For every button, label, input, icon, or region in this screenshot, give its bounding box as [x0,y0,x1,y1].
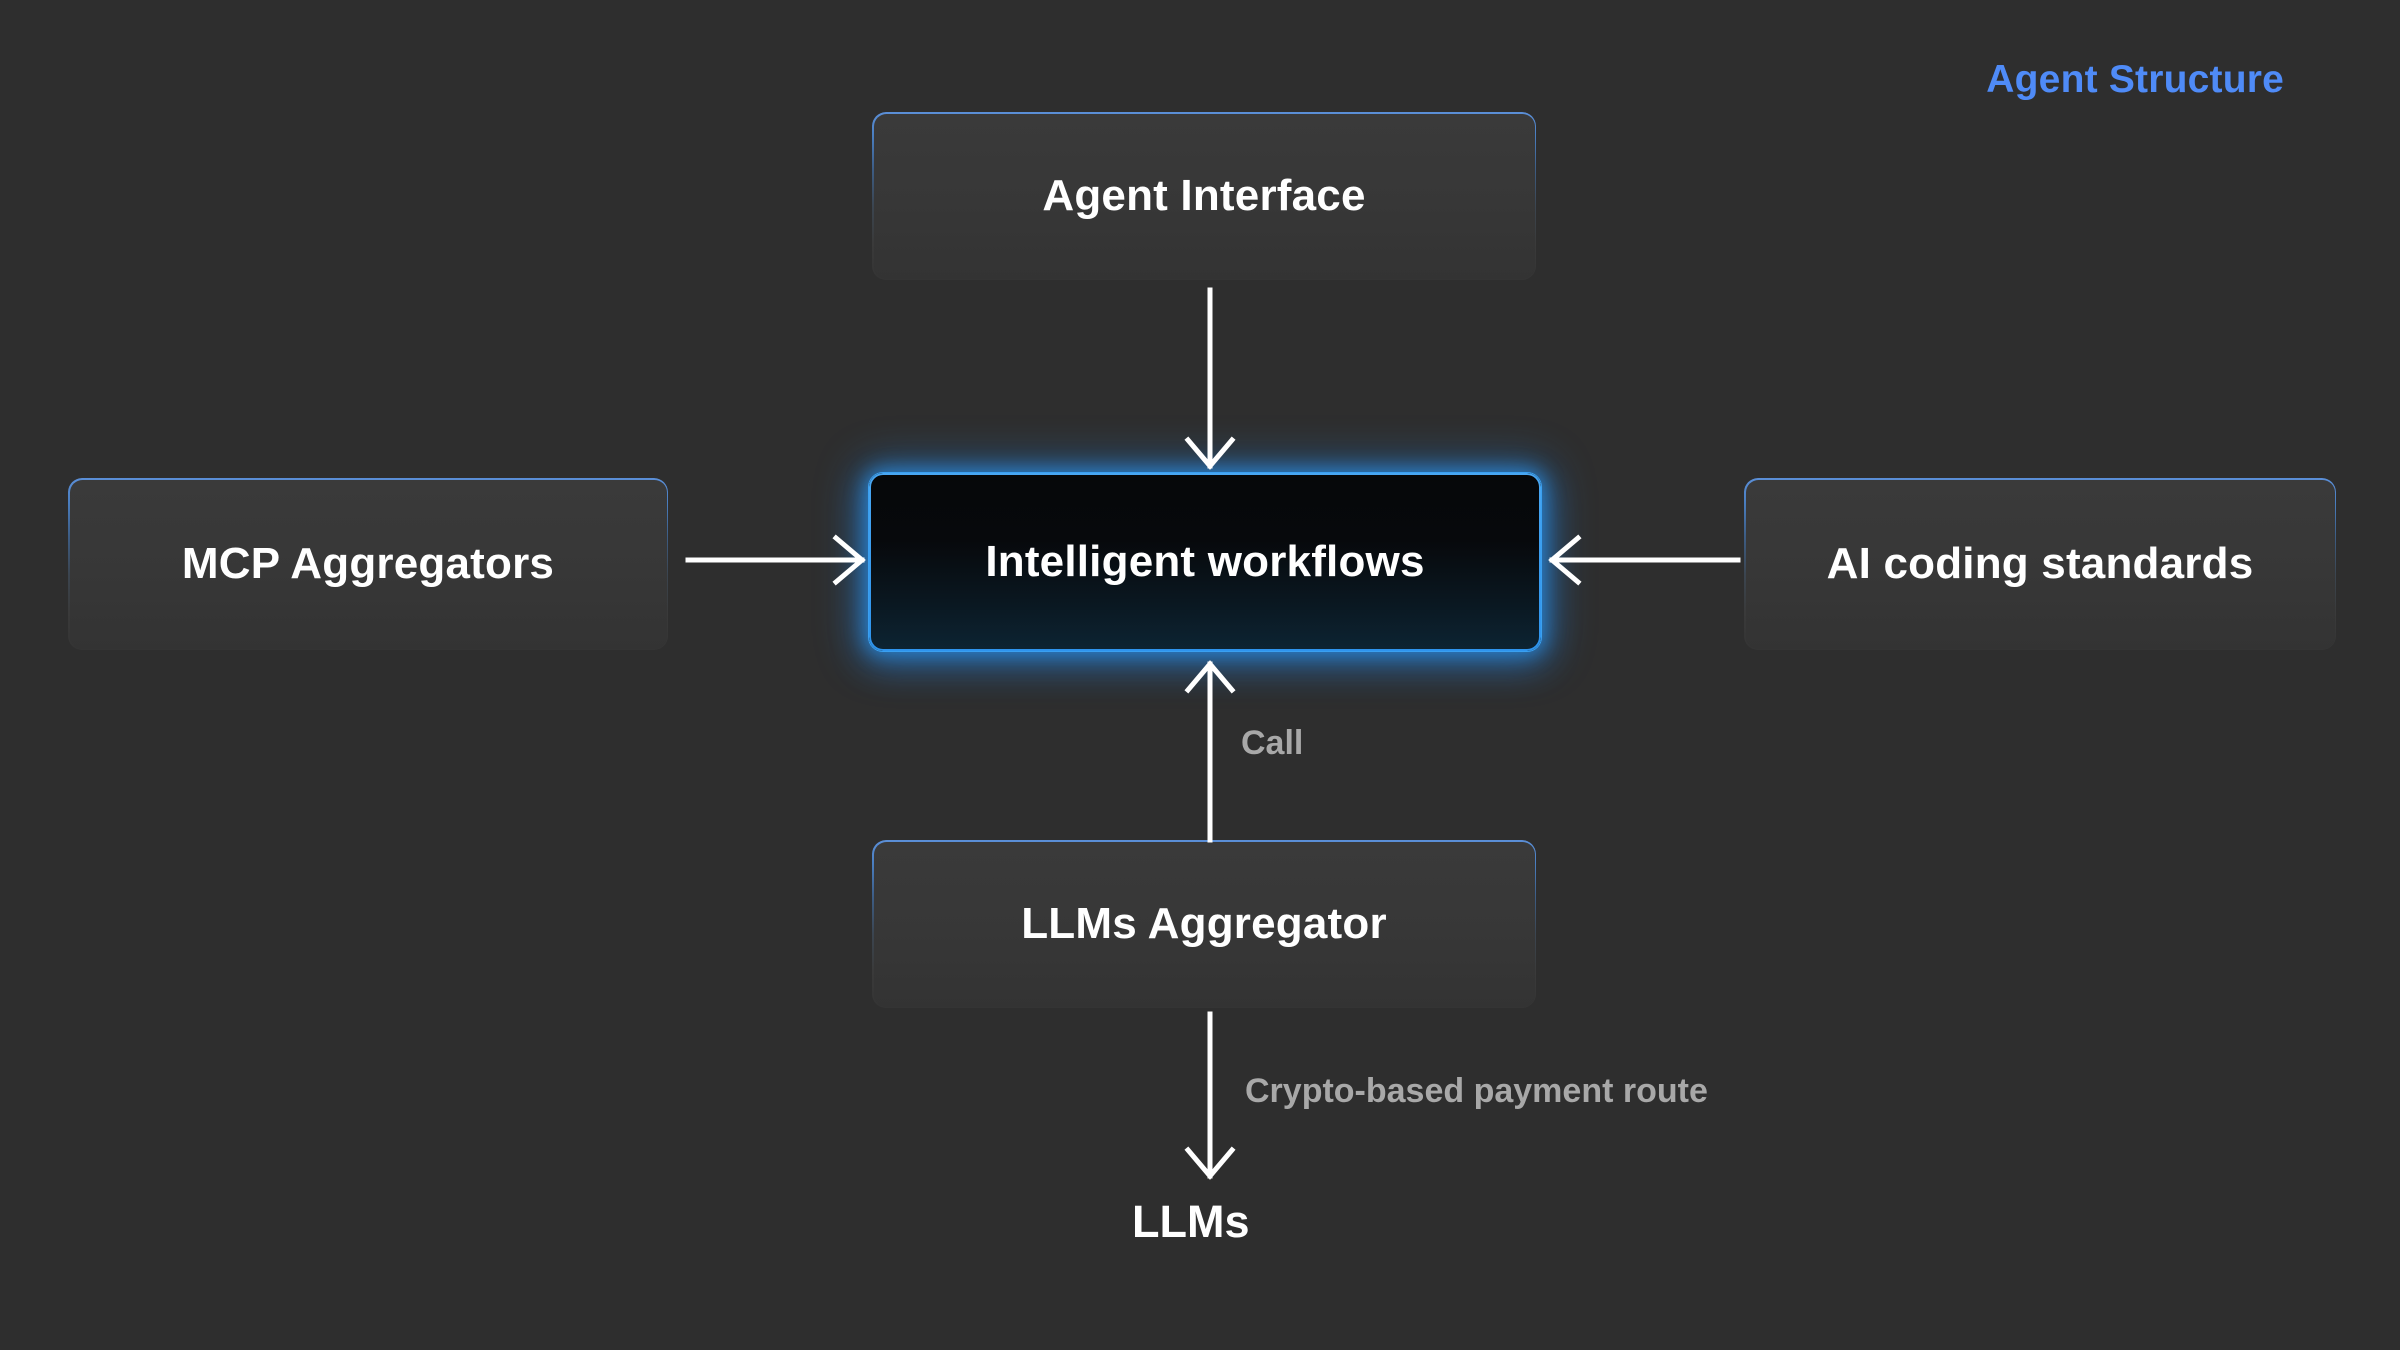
diagram-title: Agent Structure [1986,58,2284,101]
arrow-left-icon-standards-to-workflows [1548,534,1741,586]
node-ai-coding-standards[interactable]: AI coding standards [1744,478,2336,650]
arrow-up-icon-aggregator-to-workflows [1184,660,1236,843]
node-mcp-aggregators-label: MCP Aggregators [181,539,555,588]
node-llms-aggregator[interactable]: LLMs Aggregator [872,840,1536,1008]
edge-label-crypto-route: Crypto-based payment route [1245,1072,1708,1110]
node-ai-coding-standards-label: AI coding standards [1826,539,2254,588]
node-intelligent-workflows-label: Intelligent workflows [985,537,1425,586]
arrow-down-icon-aggregator-to-llms [1184,1011,1236,1180]
node-agent-interface[interactable]: Agent Interface [872,112,1536,280]
node-llms: LLMs [1132,1196,1250,1247]
node-intelligent-workflows[interactable]: Intelligent workflows [869,473,1541,651]
node-mcp-aggregators[interactable]: MCP Aggregators [68,478,668,650]
arrow-down-icon-interface-to-workflows [1184,287,1236,470]
arrow-right-icon-mcp-to-workflows [685,534,866,586]
edge-label-call: Call [1241,724,1304,762]
node-llms-aggregator-label: LLMs Aggregator [1021,899,1387,948]
node-agent-interface-label: Agent Interface [1042,171,1366,220]
